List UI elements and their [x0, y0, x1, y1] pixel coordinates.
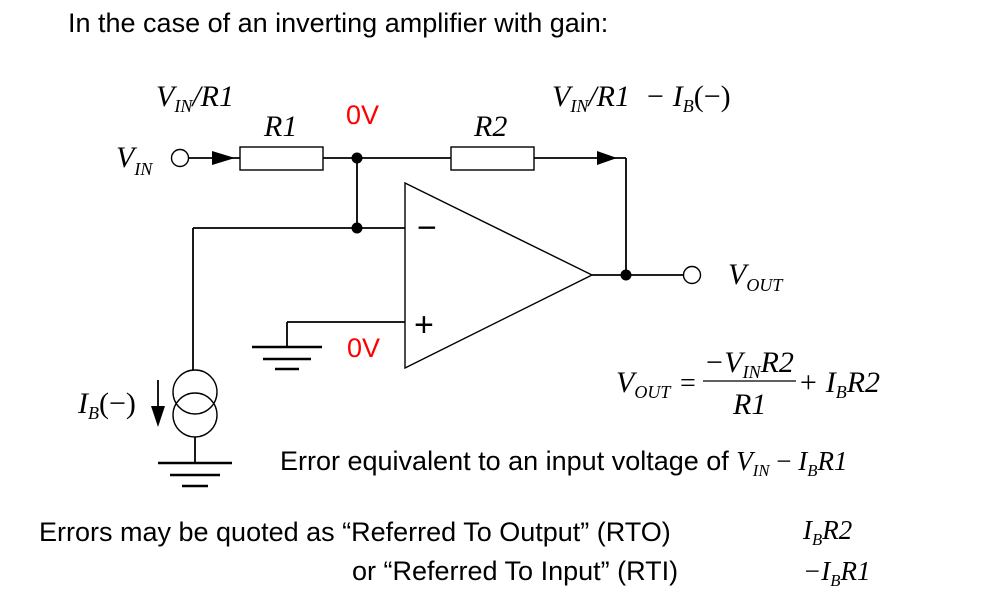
- bias-current-arrow-icon: [151, 406, 165, 427]
- junction-dot-top: [351, 152, 363, 164]
- opamp-minus-sign: −: [417, 209, 437, 247]
- error-equivalent-line: Error equivalent to an input voltage of …: [280, 446, 848, 481]
- math-minus: −: [769, 446, 799, 476]
- input-current-arrow-icon: [212, 151, 235, 165]
- rti-r: R1: [840, 556, 871, 586]
- page-title: In the case of an inverting amplifier wi…: [68, 8, 609, 38]
- current-source-icon-lower: [172, 392, 218, 438]
- label-feedback-current: VIN/R1 − IB(−): [552, 80, 731, 116]
- label-node-0v-top: 0V: [346, 100, 379, 130]
- vout-equation: VOUT = −VINR2 R1 + IBR2: [616, 346, 880, 421]
- math-i: I: [798, 446, 808, 476]
- vout-terminal: [682, 265, 702, 285]
- math-v-sub: IN: [752, 460, 770, 480]
- rti-i-sub: B: [830, 570, 841, 590]
- rto-i: I: [803, 515, 812, 545]
- equation-numerator: −VINR2: [704, 346, 794, 382]
- rto-i-sub: B: [812, 529, 823, 549]
- equation-denominator: R1: [732, 388, 766, 421]
- error-text: Error equivalent to an input voltage of: [280, 446, 737, 476]
- math-i-sub: B: [807, 460, 818, 480]
- feedback-current-arrow-icon: [597, 151, 617, 165]
- vin-terminal: [170, 148, 190, 168]
- rti-text: or “Referred To Input” (RTI): [352, 556, 679, 586]
- opamp-plus-sign: +: [414, 306, 434, 344]
- current-source-icon: [172, 369, 218, 415]
- label-vin: VIN: [116, 141, 153, 179]
- rti-math: −IBR1: [803, 556, 870, 591]
- label-node-0v-bottom: 0V: [347, 333, 380, 363]
- resistor-r2: [450, 146, 535, 171]
- label-vout: VOUT: [728, 258, 784, 295]
- math-v: V: [736, 446, 753, 476]
- rto-text: Errors may be quoted as “Referred To Out…: [39, 517, 671, 547]
- rti-pre: −I: [803, 556, 831, 586]
- label-vin-over-r1: VIN/R1: [156, 80, 234, 116]
- equation-lhs: VOUT: [616, 366, 672, 402]
- label-r2: R2: [473, 110, 507, 143]
- equation-plus-term: + IBR2: [798, 366, 880, 402]
- rto-r: R2: [822, 515, 853, 545]
- junction-dot-output: [620, 269, 632, 281]
- math-r: R1: [817, 446, 848, 476]
- label-bias-current: IB(−): [77, 387, 136, 423]
- opamp-triangle: [404, 181, 594, 370]
- equation-equals: =: [680, 368, 696, 399]
- resistor-r1: [239, 146, 324, 171]
- rto-math: IBR2: [803, 515, 852, 550]
- label-r1: R1: [263, 110, 297, 143]
- error-math: VIN − IBR1: [736, 446, 848, 480]
